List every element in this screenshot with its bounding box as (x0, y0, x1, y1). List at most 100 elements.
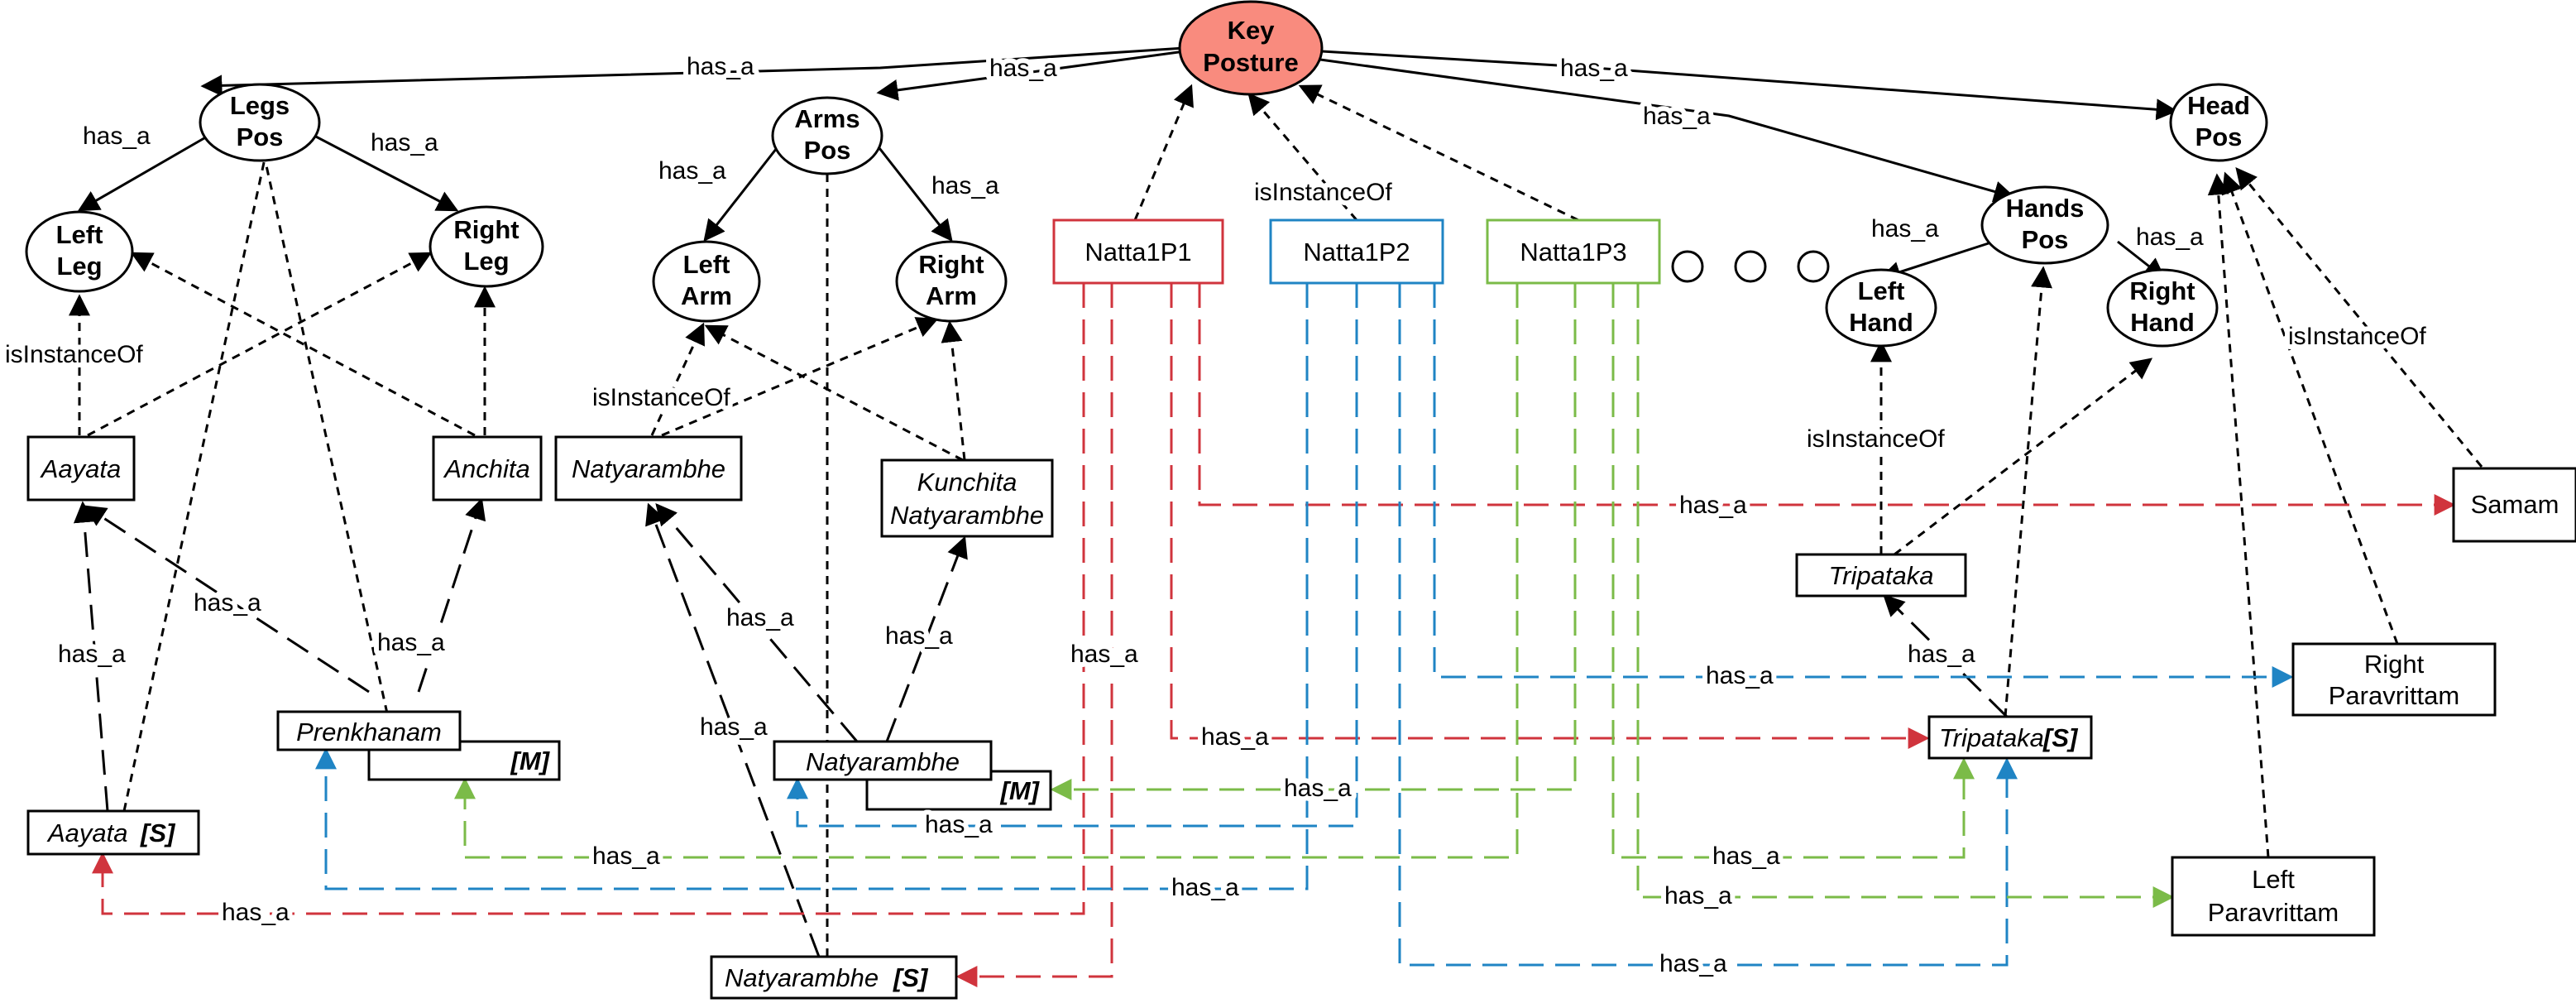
label-tripataka-instance: isInstanceOf (1807, 425, 1945, 453)
edge-p2-rightpara (1433, 283, 2294, 688)
edge-prenkhanam-aayata (84, 505, 370, 694)
label-p3-prenkhanam: has_a (592, 842, 660, 870)
kunchita-line1: Kunchita (917, 468, 1017, 497)
edge-legs-left (77, 134, 209, 212)
kunchita-natyarambhe-node[interactable]: Kunchita Natyarambhe (880, 458, 1054, 538)
key-posture-node[interactable]: Key Posture (1178, 0, 1324, 96)
legs-pos-line1: Legs (230, 91, 290, 120)
aayata-s-node[interactable]: Aayata [S] (26, 809, 200, 856)
natta1p1-node[interactable]: Natta1P1 (1052, 218, 1224, 285)
left-paravrittam-line1: Left (2252, 865, 2295, 894)
solid-has-a-edges (77, 46, 2178, 283)
aayata-s-tag: [S] (140, 818, 176, 847)
left-paravrittam-line2: Paravrittam (2208, 898, 2339, 927)
label-kp-legs: has_a (687, 53, 754, 80)
label-p2-prenkhanam: has_a (1171, 874, 1239, 901)
edge-natta1p2-kp (1247, 93, 1358, 221)
edge-rightpara-head (2221, 171, 2399, 645)
right-hand-line2: Hand (2130, 308, 2195, 337)
edge-samam-head (2235, 166, 2483, 468)
natyarambhe-node[interactable]: Natyarambhe (554, 435, 743, 502)
natyarambhe-label: Natyarambhe (572, 454, 725, 483)
aayata-label: Aayata (40, 454, 122, 483)
edge-p3-leftpara (1636, 283, 2175, 908)
natta1p3-node[interactable]: Natta1P3 (1486, 218, 1661, 285)
edge-p2-natyarambhem (787, 283, 1358, 828)
aayata-node[interactable]: Aayata (26, 435, 136, 502)
right-hand-node[interactable]: Right Hand (2106, 268, 2219, 348)
natta1p3-edges (454, 283, 2175, 908)
edge-p1-aayatas (92, 283, 1085, 915)
label-natta-kp: isInstanceOf (1254, 179, 1392, 206)
label-arms-right: has_a (931, 172, 999, 199)
left-leg-node[interactable]: Left Leg (25, 210, 134, 293)
left-hand-node[interactable]: Left Hand (1825, 268, 1937, 348)
natta1p2-node[interactable]: Natta1P2 (1269, 218, 1444, 285)
edge-natyarambhe-rightarm (661, 317, 939, 437)
edge-kp-head (1321, 50, 2178, 121)
edge-p2-prenkhanam (315, 283, 1309, 890)
right-leg-node[interactable]: Right Leg (429, 205, 544, 288)
edge-leftpara-head (2207, 173, 2270, 858)
edge-p3-natyarambhem (1050, 283, 1577, 800)
edge-aayatas-aayata (73, 501, 109, 812)
label-p1-samam: has_a (1679, 492, 1747, 519)
anchita-node[interactable]: Anchita (432, 435, 543, 502)
left-leg-line1: Left (56, 220, 103, 249)
edge-natyarambhem-natyarambhe (655, 503, 859, 742)
left-arm-node[interactable]: Left Arm (652, 240, 761, 323)
head-pos-node[interactable]: Head Pos (2169, 83, 2268, 162)
left-paravrittam-node[interactable]: Left Paravrittam (2171, 856, 2376, 937)
label-prenkhanam-aayata: has_a (194, 589, 261, 617)
edge-prenkhanam-anchita (417, 497, 486, 693)
edge-anchita-leftleg (130, 252, 476, 437)
tripataka-s-name: Tripataka (1939, 723, 2044, 752)
label-p1-tripatakas: has_a (1201, 723, 1269, 751)
edge-prenkhanam-legs (253, 133, 389, 714)
edge-kunchita-leftarm (704, 324, 964, 462)
prenkhanam-m-node[interactable]: Prenkhanam [M] (276, 710, 561, 781)
label-kp-arms: has_a (989, 55, 1057, 82)
tripataka-label: Tripataka (1829, 561, 1934, 590)
legs-pos-line2: Pos (237, 122, 284, 151)
natyarambhe-m-node[interactable]: Natyarambhe [M] (773, 740, 1052, 811)
hands-pos-line2: Pos (2022, 225, 2069, 254)
arms-pos-node[interactable]: Arms Pos (771, 96, 883, 175)
right-paravrittam-line1: Right (2364, 650, 2425, 679)
edge-natyarambhes-natyarambhe (645, 502, 821, 958)
edge-arms-left (703, 140, 784, 242)
natyarambhe-s-name: Natyarambhe (725, 963, 879, 992)
tripataka-node[interactable]: Tripataka (1795, 553, 1967, 598)
edge-kp-arms (876, 50, 1185, 101)
edge-aayatas-legs (122, 133, 276, 812)
natta1p1-label: Natta1P1 (1085, 238, 1191, 266)
edge-tripataka-righthand (1894, 358, 2153, 556)
edge-kunchita-rightarm (941, 320, 966, 461)
samam-node[interactable]: Samam (2452, 467, 2576, 543)
edge-natta1p1-kp (1133, 84, 1194, 221)
label-p1-column: has_a (1070, 641, 1138, 668)
edge-p1-samam (1198, 283, 2456, 516)
right-leg-line1: Right (453, 215, 519, 244)
label-aayata-instance: isInstanceOf (5, 341, 143, 368)
label-head-instance: isInstanceOf (2288, 323, 2426, 350)
label-p2-rightpara: has_a (1706, 662, 1774, 689)
right-arm-line2: Arm (926, 281, 977, 310)
edge-arms-right (872, 140, 953, 242)
label-p2-tripatakas: has_a (1659, 950, 1727, 977)
label-aayatas-aayata: has_a (58, 641, 126, 668)
natta1p2-label: Natta1P2 (1303, 238, 1410, 266)
key-posture-line2: Posture (1203, 48, 1298, 77)
edge-kp-legs (200, 46, 1185, 97)
right-paravrittam-node[interactable]: Right Paravrittam (2291, 642, 2497, 717)
tripataka-s-node[interactable]: Tripataka [S] (1927, 715, 2093, 760)
legs-pos-node[interactable]: Legs Pos (199, 83, 321, 162)
hands-pos-node[interactable]: Hands Pos (1980, 185, 2109, 265)
label-p3-leftpara: has_a (1664, 882, 1732, 910)
natyarambhe-s-node[interactable]: Natyarambhe [S] (710, 955, 958, 1000)
samam-label: Samam (2471, 490, 2559, 519)
hands-pos-line1: Hands (2006, 194, 2085, 223)
right-arm-node[interactable]: Right Arm (895, 240, 1008, 323)
label-kp-head: has_a (1560, 55, 1628, 82)
